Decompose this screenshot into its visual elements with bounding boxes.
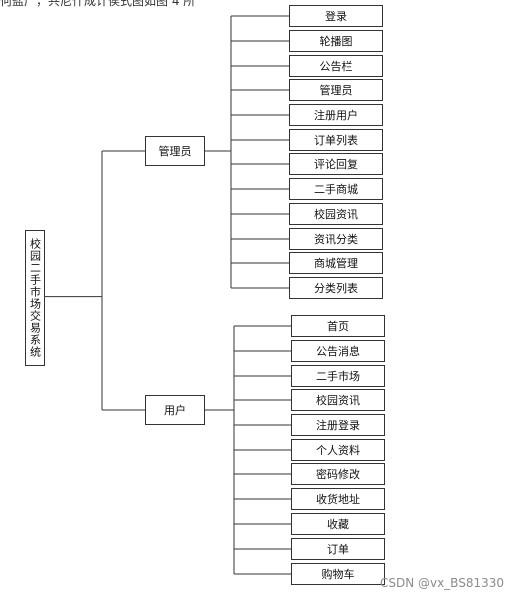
- user-node-9: 收藏: [291, 513, 385, 535]
- user-node-8: 收货地址: [291, 488, 385, 510]
- admin-node-11: 商城管理: [289, 252, 383, 274]
- user-node-6: 个人资料: [291, 439, 385, 461]
- user-node-2: 公告消息: [291, 340, 385, 362]
- admin-node-8: 二手商城: [289, 178, 383, 200]
- admin-node-6: 订单列表: [289, 129, 383, 151]
- admin-node-1: 登录: [289, 5, 383, 27]
- admin-node-12: 分类列表: [289, 277, 383, 299]
- admin-node-2: 轮播图: [289, 30, 383, 52]
- admin-node-3: 公告栏: [289, 55, 383, 77]
- user-node-5: 注册登录: [291, 414, 385, 436]
- admin-node-10: 资讯分类: [289, 228, 383, 250]
- admin-node-9: 校园资讯: [289, 203, 383, 225]
- user-node-10: 订单: [291, 538, 385, 560]
- user-node-3: 二手市场: [291, 365, 385, 387]
- admin-node-7: 评论回复: [289, 153, 383, 175]
- watermark: CSDN @vx_BS81330: [379, 576, 504, 590]
- user-node-11: 购物车: [291, 563, 385, 585]
- user-node-4: 校园资讯: [291, 389, 385, 411]
- top-caption: 何盐广，共尼什成计侯式图如图 4 所: [0, 0, 196, 8]
- branch-user: 用户: [145, 395, 205, 425]
- root-node: 校园二手市场交易系统: [25, 230, 45, 366]
- admin-node-4: 管理员: [289, 79, 383, 101]
- user-node-7: 密码修改: [291, 463, 385, 485]
- admin-node-5: 注册用户: [289, 104, 383, 126]
- user-node-1: 首页: [291, 315, 385, 337]
- branch-admin: 管理员: [145, 136, 205, 166]
